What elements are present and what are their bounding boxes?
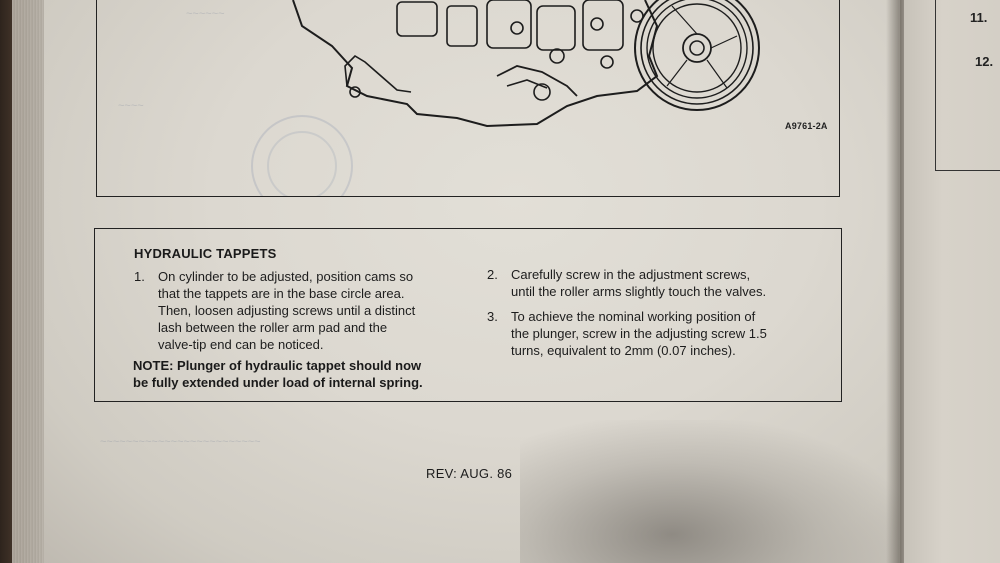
bleed-through-text: ~~~~~~: [186, 8, 225, 20]
right-page-number: 11.: [970, 10, 988, 25]
step-number: 2.: [487, 267, 498, 282]
step-text: To achieve the nominal working position …: [511, 309, 767, 358]
bleed-through-text: ~~~~~~~~~~~~~~~~~~~~~~~~~: [100, 436, 261, 448]
bleed-through-text: ~~~~: [118, 100, 144, 112]
step-2: 2. Carefully screw in the adjustment scr…: [487, 266, 827, 306]
step-3: 3. To achieve the nominal working positi…: [487, 308, 827, 364]
page-stack-edges: [12, 0, 46, 563]
hand-shadow: [520, 420, 900, 563]
step-1: 1. On cylinder to be adjusted, position …: [134, 268, 464, 358]
revision-label: REV: AUG. 86: [426, 466, 513, 481]
step-number: 3.: [487, 309, 498, 324]
section-title: HYDRAULIC TAPPETS: [134, 246, 277, 261]
step-text: Carefully screw in the adjustment screws…: [511, 267, 767, 299]
right-page: [904, 0, 1000, 563]
right-page-frame: [935, 0, 1000, 171]
procedure-box: [94, 228, 842, 402]
figure-frame: [96, 0, 840, 197]
manual-page: [44, 0, 900, 563]
engine-illustration: [251, 0, 760, 196]
step-number: 1.: [134, 269, 145, 284]
figure-id-label: A9761-2A: [785, 121, 828, 131]
step-text: On cylinder to be adjusted, position cam…: [158, 269, 416, 352]
right-page-number: 12.: [975, 54, 994, 69]
note-text: NOTE: Plunger of hydraulic tappet should…: [133, 358, 423, 390]
